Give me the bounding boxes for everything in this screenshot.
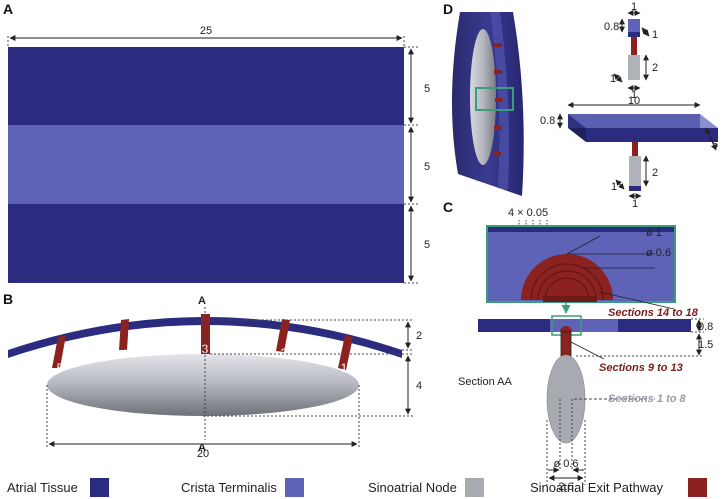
layer-1-label: 5 [424, 83, 430, 95]
panel-b-dimensions: A A 2 4 20 [46, 295, 422, 460]
legend-crista-label: Crista Terminalis [181, 480, 277, 495]
section-atrial-right [618, 319, 691, 332]
panel-d-wall-model [451, 12, 524, 196]
panel-d-top-detail: 1 0.8 1 2 1 1 [604, 1, 658, 101]
exit-stub-1 [494, 43, 502, 47]
slab-depth-label: 5 [712, 139, 718, 151]
thickness-label: 2 [416, 330, 422, 342]
base-width-label: 1 [631, 89, 637, 101]
cut-label-top: A [198, 295, 206, 307]
lower-side-label: 1 [611, 181, 617, 193]
atrial-layer-top [8, 47, 404, 125]
slab-width-label: 10 [628, 95, 640, 107]
section-aa-label: Section AA [458, 376, 512, 388]
pathway-number-5: 5 [57, 361, 64, 375]
panel-c-section: Sections 9 to 13 Sections 1 to 8 ø 0.6 2… [458, 315, 713, 493]
node-width-label: 2.6 [558, 481, 573, 493]
node-height-label: 4 [416, 380, 422, 392]
section-atrial-left [478, 319, 550, 332]
diameter-inner-label: ø 0.6 [646, 247, 671, 259]
slab-front-face [586, 128, 718, 142]
exit-pathway-5 [52, 335, 66, 368]
top-side-label: 1 [652, 29, 658, 41]
legend-exit-swatch [688, 478, 707, 497]
node-length-label: 20 [197, 448, 209, 460]
pathway-number-2: 2 [281, 346, 288, 360]
zoom-atrial-strip [488, 227, 674, 232]
legend-node-swatch [465, 478, 484, 497]
exit-pathway-3 [201, 314, 210, 354]
exit-pathway-1 [338, 335, 353, 370]
sinoatrial-node-ellipsoid [47, 354, 359, 416]
pathway-length-label: 1.5 [698, 339, 713, 351]
lower-pathway-height-label: 2 [652, 167, 658, 179]
sections-9-13-label: Sections 9 to 13 [599, 362, 683, 374]
panel-b-model: 5 4 3 2 1 [8, 314, 402, 416]
pathway-base [543, 296, 597, 302]
legend: Atrial Tissue Crista Terminalis Sinoatri… [7, 478, 707, 497]
exit-pathway-2 [276, 319, 290, 352]
pathway-ring-3 [544, 277, 590, 301]
step-label: 4 × 0.05 [508, 207, 548, 219]
sinoatrial-node-side [470, 29, 496, 165]
cut-label-bottom: A [198, 442, 206, 454]
section-node [547, 355, 585, 443]
panel-b-label: B [3, 291, 13, 307]
panel-a-label: A [3, 1, 13, 17]
pathway-height-label: 2 [652, 62, 658, 74]
top-height-label: 0.8 [604, 21, 619, 33]
section-cap [560, 326, 572, 332]
panel-c-zoom-detail: 4 × 0.05 ø 1 ø 0.6 Sections 14 to 18 [486, 207, 699, 319]
panel-a-tissue-block [8, 47, 404, 283]
legend-atrial-label: Atrial Tissue [7, 480, 78, 495]
top-atrial-block [628, 32, 640, 37]
top-node-block [628, 55, 640, 80]
diameter-outer-label: ø 1 [646, 227, 662, 239]
sections-14-leader [599, 291, 675, 310]
pathway-cap [521, 254, 613, 300]
exit-pathway-4 [119, 319, 129, 350]
lower-pathway [632, 142, 638, 156]
top-pathway [631, 37, 637, 55]
section-pathway [561, 332, 571, 356]
base-side-label: 1 [610, 73, 616, 85]
lower-node-base [629, 186, 641, 191]
layer-3-label: 5 [424, 239, 430, 251]
crista-layer [8, 125, 404, 204]
sections-1-8-label: Sections 1 to 8 [608, 393, 687, 405]
layer-2-label: 5 [424, 161, 430, 173]
lower-node-block [629, 156, 641, 186]
tissue-thickness-label: 0.8 [698, 321, 713, 333]
panel-d-slab-detail: 10 0.8 5 2 1 1 [540, 95, 718, 210]
width-label: 25 [200, 25, 212, 37]
top-width-label: 1 [631, 1, 637, 13]
curved-atrial-wall [8, 317, 402, 358]
node-diameter-label: ø 0.6 [553, 458, 578, 470]
exit-stub-4 [494, 126, 502, 130]
pathway-number-4: 4 [121, 347, 128, 361]
sections-9-leader [570, 341, 605, 360]
legend-node-label: Sinoatrial Node [368, 480, 457, 495]
top-crista-block [628, 19, 640, 32]
diam-outer-pointer [566, 235, 601, 255]
atrial-layer-bottom [8, 204, 404, 283]
panel-a-dimensions: 25 5 5 5 [7, 25, 430, 284]
exit-stub-5 [493, 152, 501, 156]
slab-height-label: 0.8 [540, 115, 555, 127]
pathway-ring-2 [537, 270, 597, 301]
pathway-ring-1 [530, 263, 604, 301]
sections-14-18-label: Sections 14 to 18 [608, 307, 699, 319]
pathway-number-1: 1 [341, 361, 348, 375]
panel-c-label: C [443, 199, 453, 215]
exit-stub-2 [494, 70, 502, 74]
panel-d-label: D [443, 1, 453, 17]
detail-highlight-box [475, 87, 514, 111]
legend-exit-label: Sinoatrial Exit Pathway [530, 480, 663, 495]
legend-crista-swatch [285, 478, 304, 497]
exit-stub-3 [495, 98, 503, 102]
lower-width-label: 1 [632, 198, 638, 210]
legend-atrial-swatch [90, 478, 109, 497]
slab-crista-face [568, 114, 700, 128]
